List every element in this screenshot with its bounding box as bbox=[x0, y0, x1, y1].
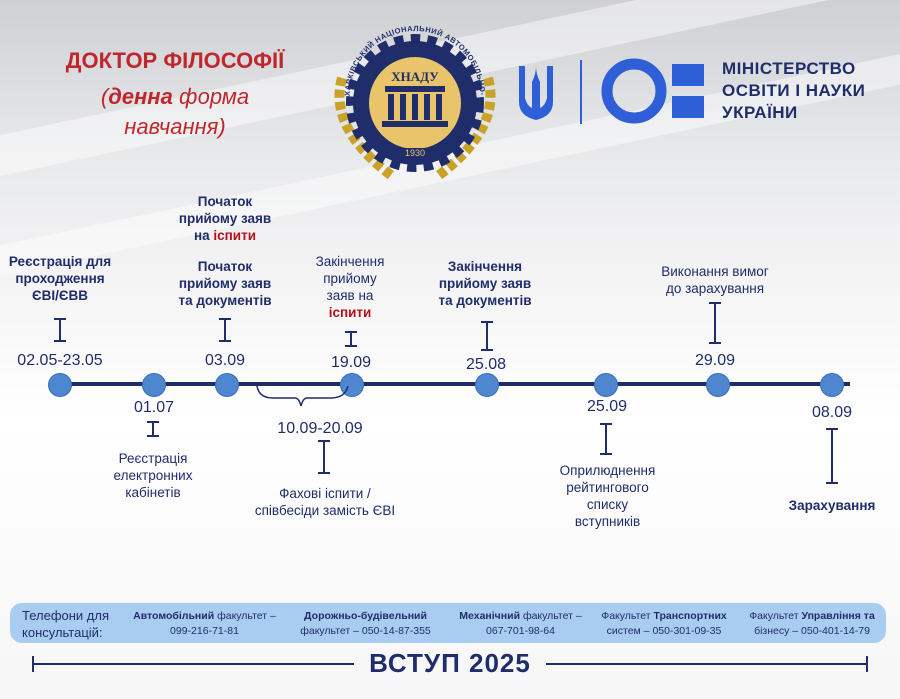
timeline-line bbox=[60, 382, 850, 386]
event-date: 29.09 bbox=[694, 352, 736, 369]
tick-marker bbox=[709, 302, 721, 304]
phone-contact[interactable]: Факультет Транспортних систем – 050-301-… bbox=[601, 610, 727, 637]
divider bbox=[580, 60, 582, 124]
event-label: Закінчення прийому заяв та документів bbox=[438, 259, 532, 308]
footer-cap-left bbox=[32, 656, 34, 672]
tick-marker bbox=[345, 331, 357, 333]
timeline-dot bbox=[820, 373, 844, 397]
timeline-dot bbox=[475, 373, 499, 397]
phone-contact[interactable]: Механічний факультет – 067-701-98-64 bbox=[459, 610, 582, 637]
tick-marker bbox=[318, 440, 330, 442]
event-date: 25.08 bbox=[465, 356, 507, 373]
logo-year: 1930 bbox=[405, 148, 425, 158]
ministry-logo-icon bbox=[601, 58, 704, 124]
event-date: 08.09 bbox=[811, 404, 853, 421]
event-label: Початок прийому заяв та документів bbox=[178, 259, 272, 308]
event-date: 10.09-20.09 bbox=[277, 420, 363, 437]
tick-marker bbox=[54, 340, 66, 342]
phone-contact[interactable]: Дорожньо-будівельний факультет – 050-14-… bbox=[300, 610, 431, 637]
event-label: Закінчення прийому заяв на іспити bbox=[315, 254, 385, 320]
trident-icon bbox=[519, 66, 553, 120]
phones-panel bbox=[10, 603, 886, 643]
tick-marker bbox=[350, 331, 352, 347]
event-date: 25.09 bbox=[586, 398, 628, 415]
university-logo: ХНАДУ 1930 ХАРКІВСЬКИЙ НАЦІОНАЛЬНИЙ АВТО… bbox=[322, 8, 496, 180]
tick-marker bbox=[481, 349, 493, 351]
tick-marker bbox=[318, 472, 330, 474]
phones-heading: Телефони для консультацій: bbox=[22, 608, 110, 640]
phone-contact[interactable]: Факультет Управління та бізнесу – 050-40… bbox=[749, 610, 875, 637]
timeline-dot bbox=[706, 373, 730, 397]
timeline-dot bbox=[594, 373, 618, 397]
ministry-name: МІНІСТЕРСТВО ОСВІТИ І НАУКИ УКРАЇНИ bbox=[722, 59, 866, 122]
range-bracket bbox=[256, 386, 349, 407]
event-date: 02.05-23.05 bbox=[17, 352, 103, 369]
event-date: 19.09 bbox=[330, 354, 372, 371]
event-label: Фахові іспити / співбесіди замість ЄВІ bbox=[254, 486, 396, 518]
timeline-dot bbox=[142, 373, 166, 397]
tick-marker bbox=[323, 440, 325, 474]
footer-title: ВСТУП 2025 bbox=[369, 648, 531, 678]
tick-marker bbox=[600, 423, 612, 425]
logo-abbr: ХНАДУ bbox=[391, 69, 439, 84]
footer-cap-right bbox=[866, 656, 868, 672]
tick-marker bbox=[147, 421, 159, 423]
tick-marker bbox=[481, 321, 493, 323]
page-title: ДОКТОР ФІЛОСОФІЇ bbox=[65, 48, 285, 73]
tick-marker bbox=[826, 428, 838, 430]
footer-line-right bbox=[546, 663, 868, 665]
event-label: Оприлюднення рейтингового списку вступни… bbox=[559, 463, 656, 529]
tick-marker bbox=[152, 421, 154, 437]
tick-marker bbox=[831, 428, 833, 484]
tick-marker bbox=[486, 321, 488, 351]
event-label: Початок прийому заяв на іспити bbox=[178, 194, 272, 243]
event-label: Зарахування bbox=[788, 498, 876, 513]
event-date: 03.09 bbox=[204, 352, 246, 369]
tick-marker bbox=[219, 318, 231, 320]
tick-marker bbox=[605, 423, 607, 455]
event-date: 01.07 bbox=[133, 399, 175, 416]
tick-marker bbox=[714, 302, 716, 344]
footer-line-left bbox=[32, 663, 354, 665]
tick-marker bbox=[147, 435, 159, 437]
tick-marker bbox=[826, 482, 838, 484]
tick-marker bbox=[224, 318, 226, 342]
event-label: Реєстрація для проходження ЄВІ/ЄВВ bbox=[8, 254, 112, 303]
tick-marker bbox=[345, 345, 357, 347]
timeline-dot bbox=[215, 373, 239, 397]
tick-marker bbox=[709, 342, 721, 344]
timeline-dot bbox=[48, 373, 72, 397]
event-label: Реєстрація електронних кабінетів bbox=[113, 451, 193, 500]
phone-contact[interactable]: Автомобільний факультет – 099-216-71-81 bbox=[133, 610, 276, 637]
tick-marker bbox=[54, 318, 66, 320]
tick-marker bbox=[219, 340, 231, 342]
tick-marker bbox=[59, 318, 61, 342]
tick-marker bbox=[600, 453, 612, 455]
event-label: Виконання вимог до зарахування bbox=[661, 264, 769, 296]
